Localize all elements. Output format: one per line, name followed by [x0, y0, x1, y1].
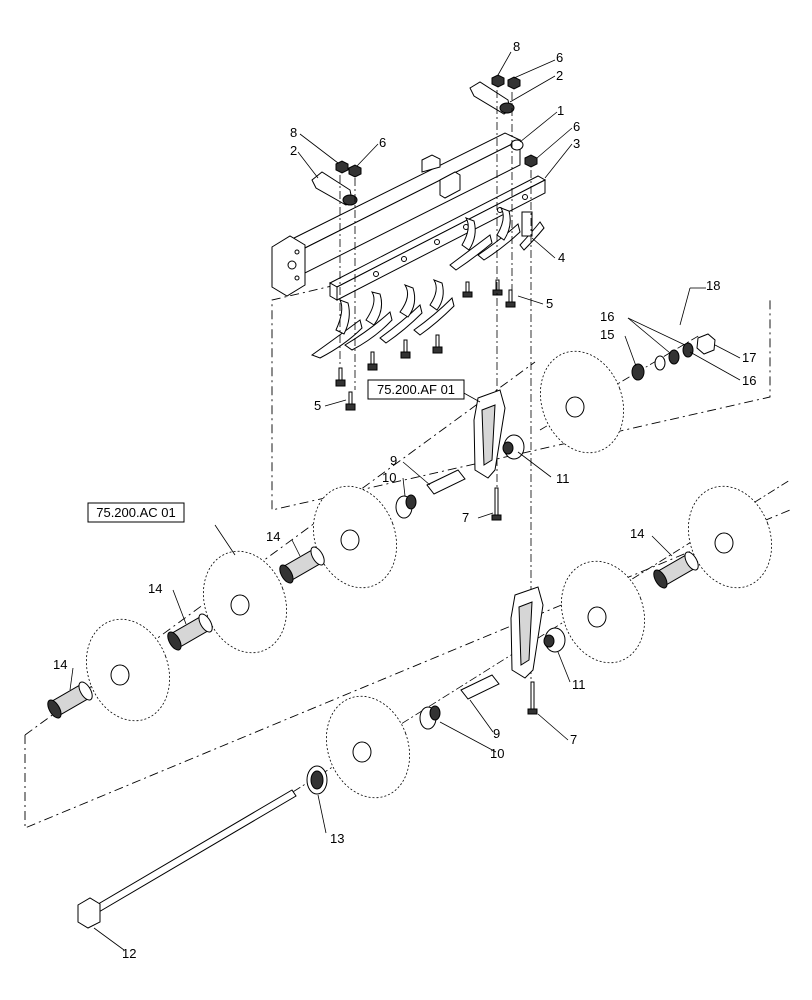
- callout-7: 7: [570, 732, 577, 747]
- callout-18: 18: [706, 278, 720, 293]
- hanger-upper: [473, 389, 506, 521]
- callout-2: 2: [556, 68, 563, 83]
- clamp-upper-right: [469, 74, 538, 168]
- callout-6: 6: [556, 50, 563, 65]
- upper-gang-phantom-outline: [271, 284, 771, 511]
- callout-4: 4: [558, 250, 565, 265]
- gang-bar: [328, 175, 547, 301]
- callout-5: 5: [546, 296, 553, 311]
- callout-12: 12: [122, 946, 136, 961]
- callout-14: 14: [53, 657, 67, 672]
- callout-10: 10: [490, 746, 504, 761]
- callout-10: 10: [382, 470, 396, 485]
- callout-labels: 8 6 2 1 8 6 2 6 3 4 5 5 18 16 15 17 16 9…: [53, 39, 756, 961]
- reference-ac-text: 75.200.AC 01: [96, 505, 176, 520]
- callout-14: 14: [148, 581, 162, 596]
- callout-9: 9: [390, 453, 397, 468]
- callout-3: 3: [573, 136, 580, 151]
- callout-17: 17: [742, 350, 756, 365]
- bolts: [335, 279, 516, 411]
- end-hardware: [631, 287, 716, 381]
- bearing-lower: [306, 627, 566, 795]
- callout-1: 1: [557, 103, 564, 118]
- callout-11: 11: [556, 471, 570, 486]
- callout-8: 8: [513, 39, 520, 54]
- clamp-upper-left: [311, 160, 362, 206]
- upper-gang-phantom-edge: [24, 361, 536, 736]
- callout-7: 7: [462, 510, 469, 525]
- reference-box-ac: 75.200.AC 01: [87, 502, 185, 523]
- callout-14: 14: [630, 526, 644, 541]
- callout-6: 6: [573, 119, 580, 134]
- callout-9: 9: [493, 726, 500, 741]
- hanger-lower: [510, 586, 544, 715]
- callout-16: 16: [742, 373, 756, 388]
- bearing-upper: [395, 434, 525, 519]
- callout-6: 6: [379, 135, 386, 150]
- reference-box-af: 75.200.AF 01: [367, 379, 465, 400]
- leader-lines: [69, 51, 741, 951]
- reference-af-text: 75.200.AF 01: [377, 382, 455, 397]
- scrapers: [310, 207, 545, 359]
- callout-13: 13: [330, 831, 344, 846]
- gang-shaft: [77, 789, 297, 929]
- callout-11: 11: [572, 677, 586, 692]
- callout-2: 2: [290, 143, 297, 158]
- callout-8: 8: [290, 125, 297, 140]
- spools: [47, 546, 699, 719]
- discs: [86, 350, 772, 799]
- callout-14: 14: [266, 529, 280, 544]
- callout-15: 15: [600, 327, 614, 342]
- callout-5: 5: [314, 398, 321, 413]
- callout-16: 16: [600, 309, 614, 324]
